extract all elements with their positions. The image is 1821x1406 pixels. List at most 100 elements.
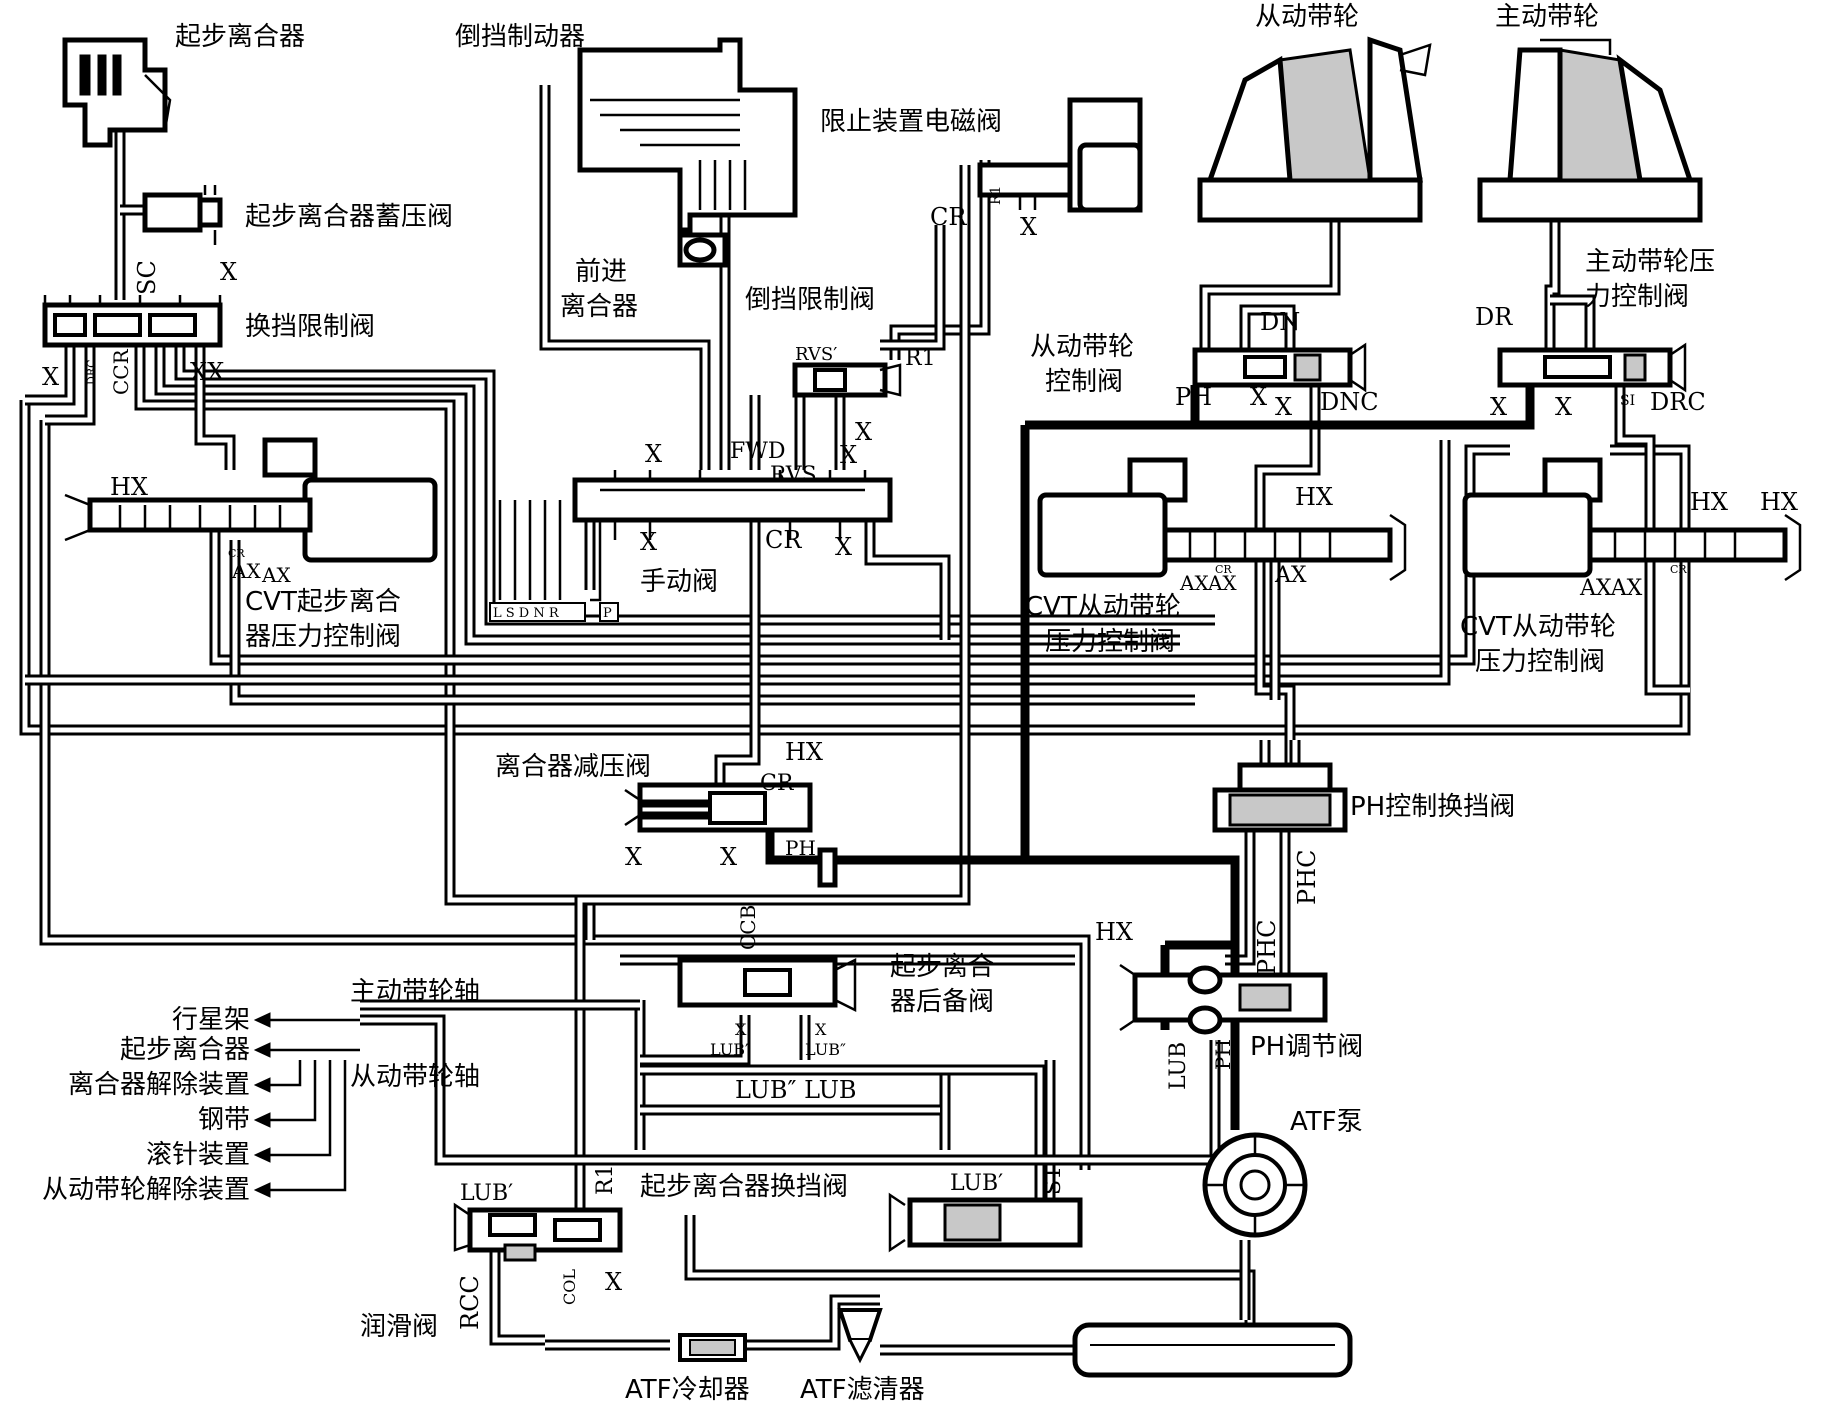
label-driven-pulley: 从动带轮: [1255, 2, 1359, 32]
drive-pulley-body: [1477, 38, 1703, 223]
label-start-clutch-accumulator: 起步离合器蓄压阀: [245, 202, 453, 232]
atf-cooler-icon: [678, 1333, 747, 1362]
port-label: AX: [1274, 563, 1307, 588]
port-label: SI: [1620, 393, 1635, 409]
reverse-inhibitor-valve-body: [792, 362, 902, 398]
port-label: DR: [1475, 303, 1513, 331]
label-cvt-start-clutch-ctrl-1: CVT起步离合: [245, 587, 401, 617]
port-label: AX: [231, 559, 261, 583]
port-label: X: [720, 843, 737, 871]
port-label: S1: [1041, 1166, 1066, 1195]
label-atf-filter: ATF滤清器: [800, 1375, 925, 1405]
port-label: PH: [1175, 383, 1212, 411]
lubrication-valve-body: [453, 1202, 623, 1262]
label-drive-pulley-ctrl-2: 力控制阀: [1585, 282, 1689, 312]
start-clutch-accumulator-body: [142, 185, 223, 245]
port-label: X: [855, 418, 872, 446]
port-label: CCR: [109, 348, 133, 395]
port-label: X: [640, 528, 657, 556]
port-label: RCC: [456, 1275, 484, 1330]
port-label: X: [815, 1020, 827, 1039]
port-label: X: [625, 843, 642, 871]
label-driven-pulley-ctrl-2: 控制阀: [1045, 367, 1123, 397]
label-clutch-reducing-valve: 离合器减压阀: [495, 752, 651, 782]
driven-pulley-body: [1197, 36, 1432, 223]
label-atf-pump: ATF泵: [1290, 1107, 1363, 1137]
inhibitor-solenoid-body: [977, 97, 1143, 213]
port-label: R1: [905, 346, 936, 371]
lube-output-labels: 行星架 起步离合器 离合器解除装置 钢带 滚针装置 从动带轮解除装置: [42, 1005, 250, 1205]
lube-output-label: 离合器解除装置: [68, 1070, 250, 1100]
drive-pulley-pressure-control-valve-body: [1497, 342, 1687, 393]
label-cvt-driven-ctrl-b-2: 压力控制阀: [1475, 647, 1605, 677]
port-label: RVS: [770, 463, 817, 488]
port-label: X: [645, 440, 662, 468]
label-drive-pulley: 主动带轮: [1495, 2, 1599, 32]
port-label: X: [1490, 393, 1507, 421]
port-label: LUB″ LUB: [735, 1076, 857, 1104]
lube-output-label: 起步离合器: [120, 1035, 250, 1065]
label-cvt-driven-ctrl-a-2: 压力控制阀: [1045, 627, 1175, 657]
reverse-brake-body: [577, 37, 798, 233]
port-label: CR: [930, 203, 967, 231]
port-label: HX: [1690, 488, 1728, 516]
port-label: DNC: [1320, 388, 1379, 416]
port-label: PH: [1211, 1039, 1235, 1070]
port-label: X: [835, 533, 852, 561]
port-label: CR: [765, 526, 802, 554]
label-drive-pulley-ctrl-1: 主动带轮压: [1585, 247, 1715, 277]
port-label: X: [605, 1268, 622, 1296]
port-label: R1: [593, 1164, 618, 1195]
cvt-start-clutch-control-valve-body: [64, 437, 438, 563]
port-labels: SC X X DRC CCR XX HX CR AX AX CR R1 X RV…: [42, 186, 1798, 1330]
atf-reservoir-body: [1072, 1322, 1353, 1378]
label-driven-pulley-shaft: 从动带轮轴: [350, 1062, 480, 1092]
port-label: X: [840, 441, 857, 469]
shift-inhibitor-valve-body: [42, 295, 223, 348]
port-label: X: [42, 363, 59, 391]
port-label: PHC: [1253, 920, 1281, 975]
port-label: LUB′: [710, 1040, 749, 1059]
label-start-clutch-shift-valve: 起步离合器换挡阀: [640, 1172, 848, 1202]
label-reverse-inhibitor-valve: 倒挡限制阀: [745, 285, 875, 315]
label-cvt-driven-ctrl-b-1: CVT从动带轮: [1460, 612, 1616, 642]
label-atf-cooler: ATF冷却器: [625, 1375, 750, 1405]
hydraulic-lines: [19, 85, 1691, 1356]
port-label: CR: [228, 547, 245, 560]
port-label: LUB″: [805, 1040, 846, 1059]
port-label: HX: [1095, 918, 1133, 946]
label-shift-inhibitor-valve: 换挡限制阀: [245, 312, 375, 342]
port-label: X: [220, 258, 237, 286]
label-forward-clutch-1: 前进: [575, 257, 627, 287]
port-label: FWD: [730, 439, 786, 464]
port-label: LUB: [1166, 1042, 1191, 1090]
lube-output-lines: [253, 1012, 360, 1198]
lube-output-label: 行星架: [172, 1005, 250, 1035]
port-label: CCB: [736, 905, 760, 950]
port-label: CR: [760, 771, 795, 796]
label-cvt-start-clutch-ctrl-2: 器压力控制阀: [245, 622, 401, 652]
lube-output-label: 从动带轮解除装置: [42, 1175, 250, 1205]
port-label: X: [735, 1020, 747, 1039]
port-label: R1: [988, 186, 1004, 205]
atf-pump-icon: [1202, 1132, 1308, 1238]
port-label: DN: [1260, 308, 1300, 336]
label-lubrication-valve: 润滑阀: [360, 1312, 438, 1342]
port-label: X: [1275, 393, 1292, 421]
manual-valve-body: [498, 470, 893, 602]
label-inhibitor-solenoid: 限止装置电磁阀: [820, 107, 1002, 137]
port-label: LUB′: [460, 1181, 513, 1206]
port-label: CR: [1215, 563, 1232, 576]
atf-filter-icon: [837, 1308, 883, 1364]
port-label: XX: [190, 358, 224, 386]
port-label: PHC: [1293, 850, 1321, 905]
label-reverse-brake: 倒挡制动器: [455, 22, 585, 52]
port-label: HX: [785, 738, 823, 766]
start-clutch-shift-valve-body: [888, 1192, 1083, 1253]
lube-output-label: 滚针装置: [146, 1140, 250, 1170]
port-label: DRC: [85, 359, 98, 385]
port-label: CR: [1670, 563, 1687, 576]
cvt-driven-pulley-control-valve-a-body: [1037, 457, 1407, 582]
manual-position-strip: [489, 602, 619, 622]
